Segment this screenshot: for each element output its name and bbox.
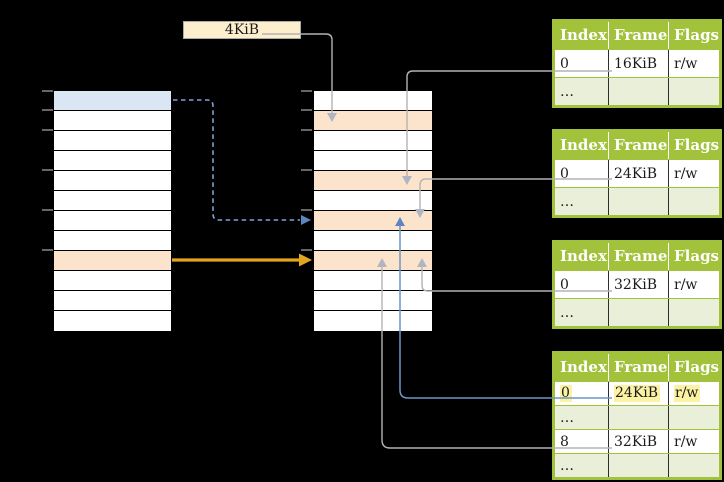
arrow-virtual-page-to-page-table [173,99,311,225]
cell-index: 0 [560,55,569,72]
virtual-memory-column [53,90,172,331]
header-index: Index [560,358,607,376]
cell-flags [668,406,719,429]
header-index: Index [560,136,607,154]
cell-flags: r/w [668,271,719,298]
yellow-highlight: r/w [674,385,701,402]
physical-memory-frame-row [314,311,432,331]
cell-index: … [560,304,574,321]
header-index: Index [560,26,607,44]
cell-flags: r/w [668,382,719,405]
physical-memory-frame-row [314,111,432,131]
physical-memory-frame-row [314,231,432,251]
physical-memory-frame-row [314,131,432,151]
virtual-memory-page-row [54,131,171,151]
page-table-ellipsis-row: … [555,187,719,215]
cell-flags: r/w [668,430,719,453]
page-table-entry-row: 8 32KiB r/w [555,429,719,453]
virtual-memory-page-row [54,171,171,191]
header-flags: Flags [668,243,719,270]
cell-flags: r/w [668,50,719,77]
cell-flags [668,454,719,477]
header-frame: Frame [608,354,668,381]
cell-index: 8 [560,433,569,450]
page-table-header-row: Index Frame Flags [555,243,719,270]
page-table-entry-row: 0 16KiB r/w [555,49,719,77]
virtual-memory-page-row [54,271,171,291]
header-frame: Frame [608,132,668,159]
cell-frame: 24KiB [608,160,668,187]
header-flags: Flags [668,22,719,49]
cell-index: 0 [560,276,569,293]
physical-memory-frame-row [314,191,432,211]
header-frame: Frame [608,22,668,49]
page-table-ellipsis-row: … [555,298,719,326]
virtual-memory-page-row [54,191,171,211]
physical-memory-frame-row [314,91,432,111]
page-table-ellipsis-row: … [555,453,719,477]
cell-frame [608,454,668,477]
virtual-memory-page-row [54,91,171,111]
page-table-3: Index Frame Flags 0 32KiB r/w … [552,240,722,329]
physical-memory-frame-row [314,211,432,231]
physical-memory-column [313,90,433,331]
cell-index: … [560,193,574,210]
arrow-virtual-page-to-frame-mapping [172,253,312,267]
cell-frame: 32KiB [608,430,668,453]
page-table-entry-row: 0 24KiB r/w [555,159,719,187]
yellow-highlight: 24KiB [614,385,661,402]
cell-frame [608,78,668,105]
cell-flags [668,299,719,326]
virtual-memory-page-row [54,291,171,311]
header-index: Index [560,247,607,265]
page-table-entry-row-highlighted: 0 24KiB r/w [555,381,719,405]
cell-frame [608,299,668,326]
header-flags: Flags [668,132,719,159]
page-table-header-row: Index Frame Flags [555,22,719,49]
header-flags: Flags [668,354,719,381]
cell-flags [668,188,719,215]
physical-memory-frame-row [314,251,432,271]
physical-memory-frame-row [314,271,432,291]
cell-frame: 16KiB [608,50,668,77]
frame-size-label: 4KiB [183,21,301,39]
cell-index: … [560,83,574,100]
cell-frame: 24KiB [608,382,668,405]
page-table-header-row: Index Frame Flags [555,354,719,381]
physical-memory-frame-row [314,291,432,311]
page-table-1: Index Frame Flags 0 16KiB r/w … [552,19,722,108]
page-table-entry-row: 0 32KiB r/w [555,270,719,298]
cell-flags: r/w [668,160,719,187]
cell-index: 0 [555,382,608,405]
cell-frame [608,188,668,215]
cell-index: … [560,457,574,474]
virtual-memory-page-row [54,231,171,251]
virtual-memory-page-row [54,311,171,331]
physical-memory-frame-row [314,151,432,171]
page-table-ellipsis-row: … [555,77,719,105]
cell-index: 0 [560,165,569,182]
cell-flags [668,78,719,105]
physical-memory-frame-row [314,171,432,191]
page-table-2: Index Frame Flags 0 24KiB r/w … [552,129,722,218]
header-frame: Frame [608,243,668,270]
virtual-memory-page-row [54,251,171,271]
cell-frame [608,406,668,429]
cell-frame: 32KiB [608,271,668,298]
virtual-memory-page-row [54,211,171,231]
page-table-ellipsis-row: … [555,405,719,429]
page-table-header-row: Index Frame Flags [555,132,719,159]
yellow-highlight: 0 [560,385,572,402]
virtual-memory-page-row [54,111,171,131]
cell-index: … [560,409,574,426]
virtual-memory-page-row [54,151,171,171]
page-table-4: Index Frame Flags 0 24KiB r/w … 8 32KiB … [552,351,722,480]
